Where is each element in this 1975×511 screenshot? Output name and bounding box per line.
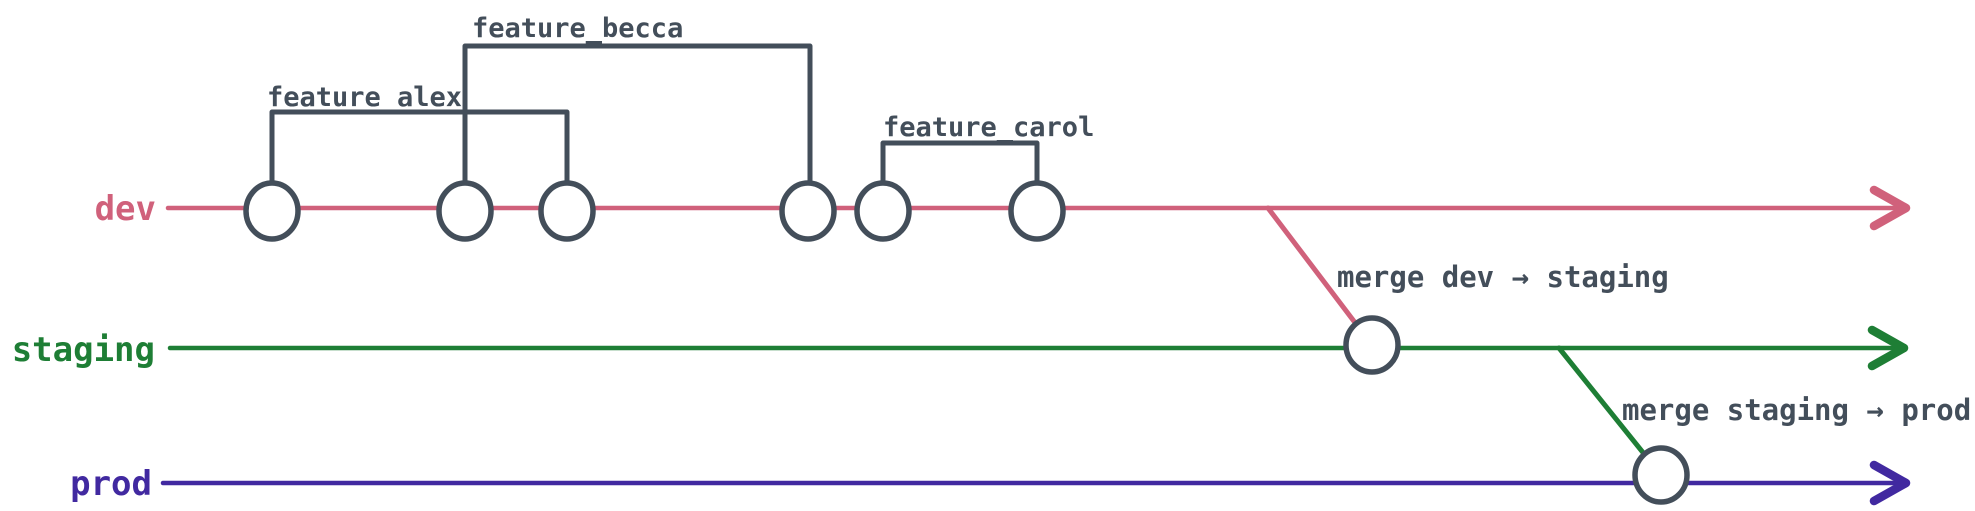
merge-label-dev-to-staging: merge dev → staging bbox=[1337, 260, 1669, 294]
labels: dev staging prod feature_alex feature_be… bbox=[12, 13, 1972, 504]
commit-node bbox=[1008, 180, 1066, 242]
dev-arrowhead-icon bbox=[1869, 185, 1911, 231]
commit-node bbox=[854, 180, 912, 242]
staging-arrowhead-icon bbox=[1867, 325, 1909, 371]
feature-alex-bracket bbox=[269, 109, 570, 187]
branch-label-prod: prod bbox=[70, 464, 152, 504]
prod-arrowhead-icon bbox=[1869, 460, 1911, 506]
merge-commit-node-staging bbox=[1343, 315, 1401, 375]
feature-becca-bracket bbox=[462, 43, 813, 190]
feature-label-carol: feature_carol bbox=[883, 112, 1094, 143]
branch-label-staging: staging bbox=[12, 330, 155, 370]
commit-node bbox=[779, 180, 837, 242]
feature-label-alex: feature_alex bbox=[267, 82, 462, 113]
branch-prod-lane bbox=[160, 460, 1911, 506]
feature-carol-bracket bbox=[880, 140, 1040, 187]
feature-label-becca: feature_becca bbox=[472, 13, 683, 44]
commit-node bbox=[538, 180, 596, 242]
commit-nodes bbox=[243, 180, 1690, 505]
commit-node bbox=[436, 180, 494, 242]
merge-label-staging-to-prod: merge staging → prod bbox=[1622, 393, 1971, 427]
feature-brackets bbox=[269, 43, 1040, 190]
commit-node bbox=[243, 180, 301, 242]
branch-label-dev: dev bbox=[95, 189, 156, 229]
merge-commit-node-prod bbox=[1632, 445, 1690, 505]
